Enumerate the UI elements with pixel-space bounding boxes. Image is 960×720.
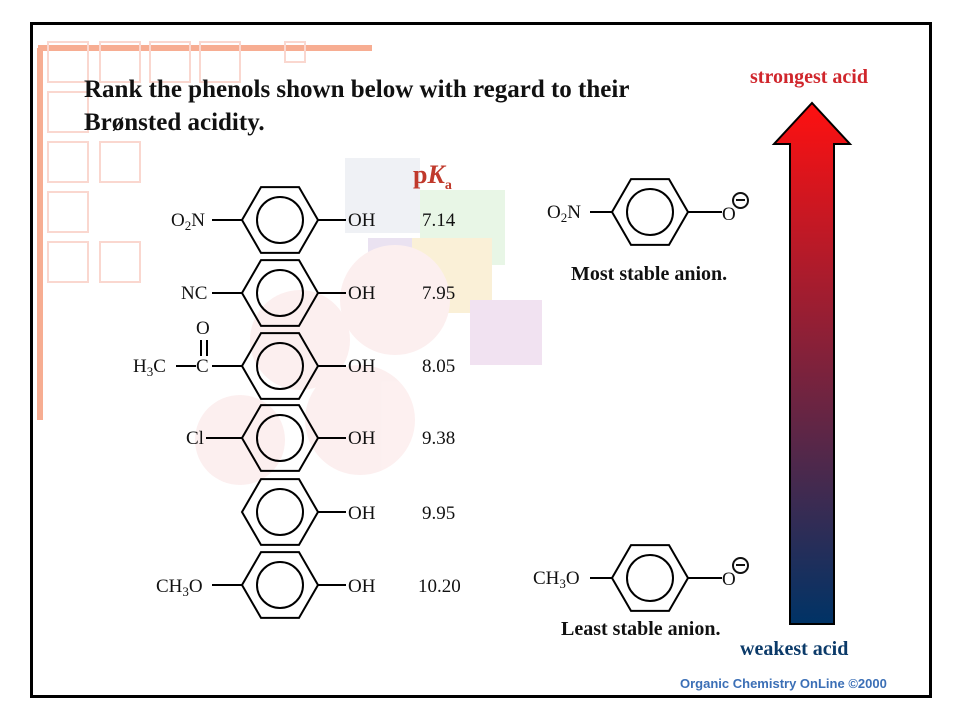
weakest-acid-label: weakest acid xyxy=(740,638,849,660)
ring-hexagon xyxy=(240,478,320,546)
anion-bottom-substituent: CH3O xyxy=(533,568,580,591)
footer-credit: Organic Chemistry OnLine ©2000 xyxy=(680,676,887,691)
benzene-ring xyxy=(176,332,346,400)
substituent-nitro: O2N xyxy=(171,210,205,233)
negative-charge-icon xyxy=(732,557,749,574)
strongest-acid-label: strongest acid xyxy=(750,66,868,88)
negative-charge-icon xyxy=(732,192,749,209)
pka-value: 7.95 xyxy=(422,283,456,304)
most-stable-caption: Most stable anion. xyxy=(571,263,728,285)
pka-value: 9.38 xyxy=(422,428,456,449)
background-decoration xyxy=(37,41,542,485)
anion-top-substituent: O2N xyxy=(547,202,581,225)
acidity-arrow xyxy=(771,101,853,625)
pka-value: 8.05 xyxy=(422,356,456,377)
aromatic-circle xyxy=(256,414,304,462)
aromatic-circle xyxy=(256,561,304,609)
aromatic-circle xyxy=(256,196,304,244)
slide-title: Rank the phenols shown below with regard… xyxy=(84,76,629,136)
aromatic-circle xyxy=(256,342,304,390)
hydroxyl-label: OH xyxy=(348,283,376,304)
pka-k: K xyxy=(427,160,445,189)
pka-subscript: a xyxy=(444,178,452,193)
benzene-ring xyxy=(212,259,346,327)
carbonyl-oxygen: O xyxy=(196,318,210,339)
substituent-acetyl: H3C xyxy=(133,356,166,379)
substituent-cyano: NC xyxy=(181,283,208,304)
benzene-ring xyxy=(212,186,346,254)
benzene-ring xyxy=(206,404,346,472)
anion-structures xyxy=(590,178,722,612)
hydroxyl-label: OH xyxy=(348,428,376,449)
aromatic-circle xyxy=(626,188,674,236)
hydroxyl-label: OH xyxy=(348,576,376,597)
hydroxyl-label: OH xyxy=(348,356,376,377)
pka-header: pKa xyxy=(413,160,452,193)
aromatic-circle xyxy=(256,269,304,317)
phenol-structures xyxy=(176,186,346,619)
pka-value: 10.20 xyxy=(418,576,461,597)
benzene-ring xyxy=(212,551,346,619)
substituent-methoxy: CH3O xyxy=(156,576,203,599)
carbonyl-carbon: C xyxy=(196,356,209,377)
pka-value: 7.14 xyxy=(422,210,456,231)
benzene-ring xyxy=(590,178,722,246)
hydroxyl-label: OH xyxy=(348,503,376,524)
aromatic-circle xyxy=(256,488,304,536)
aromatic-circle xyxy=(626,554,674,602)
hydroxyl-label: OH xyxy=(348,210,376,231)
anion-top-oxygen: O xyxy=(722,204,736,225)
pka-value: 9.95 xyxy=(422,503,456,524)
benzene-ring xyxy=(240,478,346,546)
anion-bottom-oxygen: O xyxy=(722,569,736,590)
substituent-chloro: Cl xyxy=(186,428,204,449)
least-stable-caption: Least stable anion. xyxy=(561,618,721,640)
pka-prefix: p xyxy=(413,160,428,189)
benzene-ring xyxy=(590,544,722,612)
